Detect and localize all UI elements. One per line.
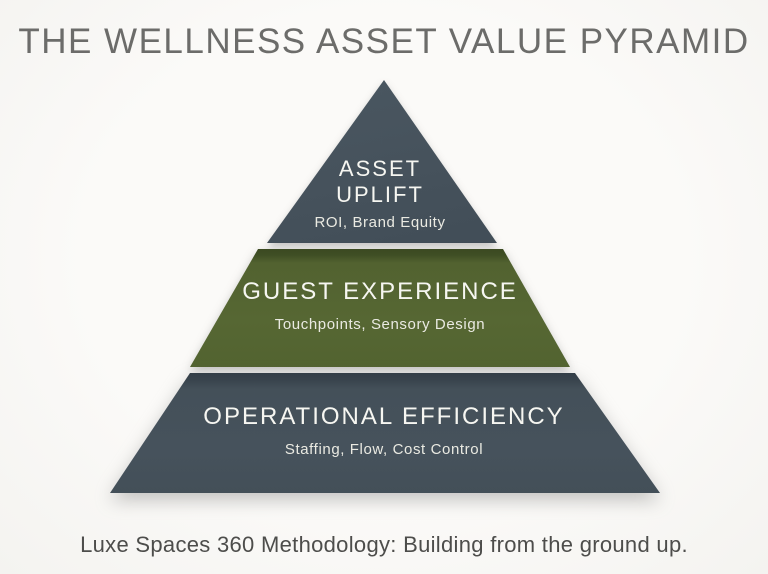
tier-label: OPERATIONAL EFFICIENCY — [203, 403, 565, 430]
tier-label-line: ASSET — [338, 156, 422, 181]
pyramid-tier-asset-uplift-shape: ASSET UPLIFT ROI, Brand Equity — [267, 80, 497, 243]
pyramid-tier-asset-uplift: ASSET UPLIFT ROI, Brand Equity — [255, 78, 505, 245]
pyramid-tier-operational-efficiency: OPERATIONAL EFFICIENCY Staffing, Flow, C… — [103, 371, 665, 494]
tier-label-line: UPLIFT — [336, 182, 424, 207]
tier-sublabel: ROI, Brand Equity — [314, 214, 446, 231]
pyramid-tier-operational-efficiency-shape: OPERATIONAL EFFICIENCY Staffing, Flow, C… — [110, 373, 660, 493]
tier-sublabel: Touchpoints, Sensory Design — [274, 316, 486, 333]
footer-caption: Luxe Spaces 360 Methodology: Building fr… — [80, 532, 688, 557]
tier-sublabel: Staffing, Flow, Cost Control — [284, 441, 484, 458]
pyramid-tier-guest-experience-shape: GUEST EXPERIENCE Touchpoints, Sensory De… — [190, 249, 570, 367]
tier-label: GUEST EXPERIENCE — [242, 278, 518, 305]
page-title: THE WELLNESS ASSET VALUE PYRAMID — [18, 22, 750, 61]
pyramid-tier-guest-experience: GUEST EXPERIENCE Touchpoints, Sensory De… — [185, 247, 575, 368]
